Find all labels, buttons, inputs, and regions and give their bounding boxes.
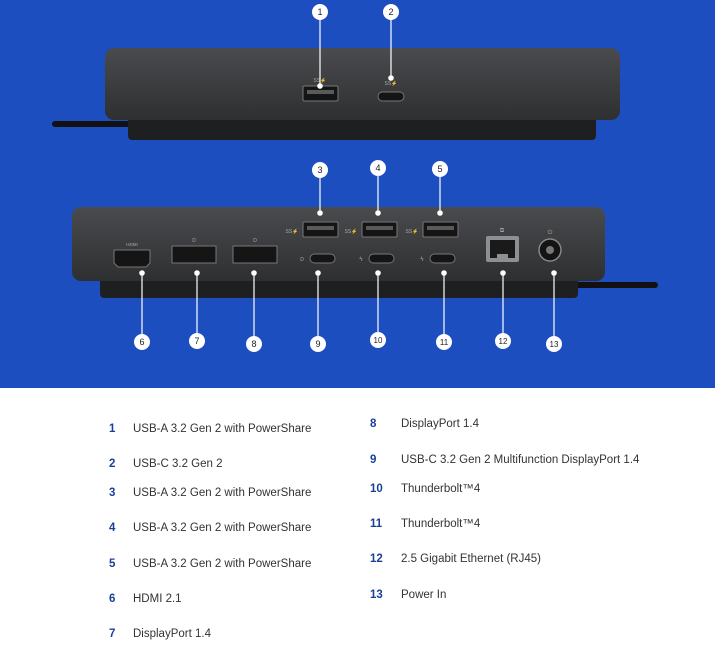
spec-item: 1 USB-A 3.2 Gen 2 with PowerShare [109,419,311,439]
spec-number: 11 [370,518,383,530]
callout-8: 8 [246,336,262,352]
spec-number: 13 [370,589,383,601]
svg-text:ϟ: ϟ [359,257,363,263]
callout-badges: 1 2 3 4 5 6 7 8 9 10 11 12 13 [134,4,562,352]
dock-product-image: SS⚡ SS⚡ HDMI D D SS⚡ SS⚡ [0,0,715,388]
svg-text:D: D [253,238,257,244]
dock-front-view: SS⚡ SS⚡ [52,48,620,140]
spec-item: 8 DisplayPort 1.4 [370,414,479,434]
spec-number: 4 [109,522,116,534]
svg-text:11: 11 [440,338,449,347]
callout-5: 5 [432,161,448,177]
svg-text:D: D [300,257,304,263]
spec-label: Power In [401,589,447,601]
spec-item: 2 USB-C 3.2 Gen 2 [109,454,222,474]
spec-label: HDMI 2.1 [133,593,182,605]
svg-text:6: 6 [139,337,144,347]
spec-item: 4 USB-A 3.2 Gen 2 with PowerShare [109,518,311,538]
thunderbolt-port-icon [368,253,395,264]
callout-10: 10 [370,332,386,348]
callout-1: 1 [312,4,328,20]
front-dock-body [105,48,620,120]
svg-text:9: 9 [315,339,320,349]
callout-6: 6 [134,334,150,350]
svg-text:SS⚡: SS⚡ [406,228,419,235]
svg-text:5: 5 [437,164,442,174]
callout-7: 7 [189,333,205,349]
spec-item: 6 HDMI 2.1 [109,589,182,609]
spec-number: 7 [109,628,116,640]
callout-2: 2 [383,4,399,20]
svg-text:7: 7 [194,336,199,346]
svg-text:12: 12 [499,337,508,346]
spec-item: 5 USB-A 3.2 Gen 2 with PowerShare [109,554,311,574]
svg-text:SS⚡: SS⚡ [286,228,299,235]
rear-dock-body [72,207,605,281]
spec-number: 6 [109,593,116,605]
svg-text:SS⚡: SS⚡ [345,228,358,235]
callout-13: 13 [546,336,562,352]
displayport-icon-1 [171,245,217,264]
spec-label: DisplayPort 1.4 [401,418,479,430]
spec-item: 11 Thunderbolt™4 [370,514,480,534]
svg-text:⏻: ⏻ [548,229,553,236]
svg-text:SS⚡: SS⚡ [385,80,398,87]
spec-label: DisplayPort 1.4 [133,628,211,640]
usb-c-dp-port-icon [309,253,336,264]
displayport-icon-2 [232,245,278,264]
spec-number: 1 [109,423,116,435]
spec-label: USB-A 3.2 Gen 2 with PowerShare [133,558,312,570]
svg-text:10: 10 [374,336,383,345]
thunderbolt-port-icon [429,253,456,264]
spec-number: 12 [370,553,383,565]
spec-label: Thunderbolt™4 [401,518,481,530]
svg-text:1: 1 [317,7,322,17]
dock-rear-view: HDMI D D SS⚡ SS⚡ SS⚡ D ϟ ϟ [72,207,658,298]
spec-number: 10 [370,483,383,495]
callout-3: 3 [312,162,328,178]
svg-text:13: 13 [550,340,559,349]
usb-c-port-icon [377,91,405,102]
spec-item: 10 Thunderbolt™4 [370,479,480,499]
dock-illustration: SS⚡ SS⚡ HDMI D D SS⚡ SS⚡ [52,4,658,352]
spec-label: USB-A 3.2 Gen 2 with PowerShare [133,522,312,534]
spec-number: 2 [109,458,116,470]
callout-12: 12 [495,333,511,349]
spec-number: 5 [109,558,116,570]
spec-number: 3 [109,487,116,499]
spec-number: 8 [370,418,377,430]
spec-label: USB-A 3.2 Gen 2 with PowerShare [133,423,312,435]
spec-number: 9 [370,454,377,466]
svg-text:2: 2 [388,7,393,17]
spec-label: USB-C 3.2 Gen 2 [133,458,223,470]
spec-label: Thunderbolt™4 [401,483,481,495]
svg-text:8: 8 [251,339,256,349]
spec-item: 12 2.5 Gigabit Ethernet (RJ45) [370,549,541,569]
spec-item: 9 USB-C 3.2 Gen 2 Multifunction DisplayPo… [370,450,639,470]
svg-text:D: D [192,238,196,244]
spec-label: USB-A 3.2 Gen 2 with PowerShare [133,487,312,499]
svg-text:3: 3 [317,165,322,175]
hdmi-port-icon [113,249,151,268]
svg-text:HDMI: HDMI [126,242,138,247]
spec-label: USB-C 3.2 Gen 2 Multifunction DisplayPor… [401,454,640,466]
spec-item: 7 DisplayPort 1.4 [109,624,211,644]
svg-text:4: 4 [375,163,380,173]
spec-item: 13 Power In [370,585,446,605]
callout-4: 4 [370,160,386,176]
svg-text:⧉: ⧉ [500,228,505,234]
callout-11: 11 [436,334,452,350]
spec-item: 3 USB-A 3.2 Gen 2 with PowerShare [109,483,311,503]
callout-lines [139,19,557,336]
spec-label: 2.5 Gigabit Ethernet (RJ45) [401,553,541,565]
svg-text:ϟ: ϟ [420,257,424,263]
callout-9: 9 [310,336,326,352]
